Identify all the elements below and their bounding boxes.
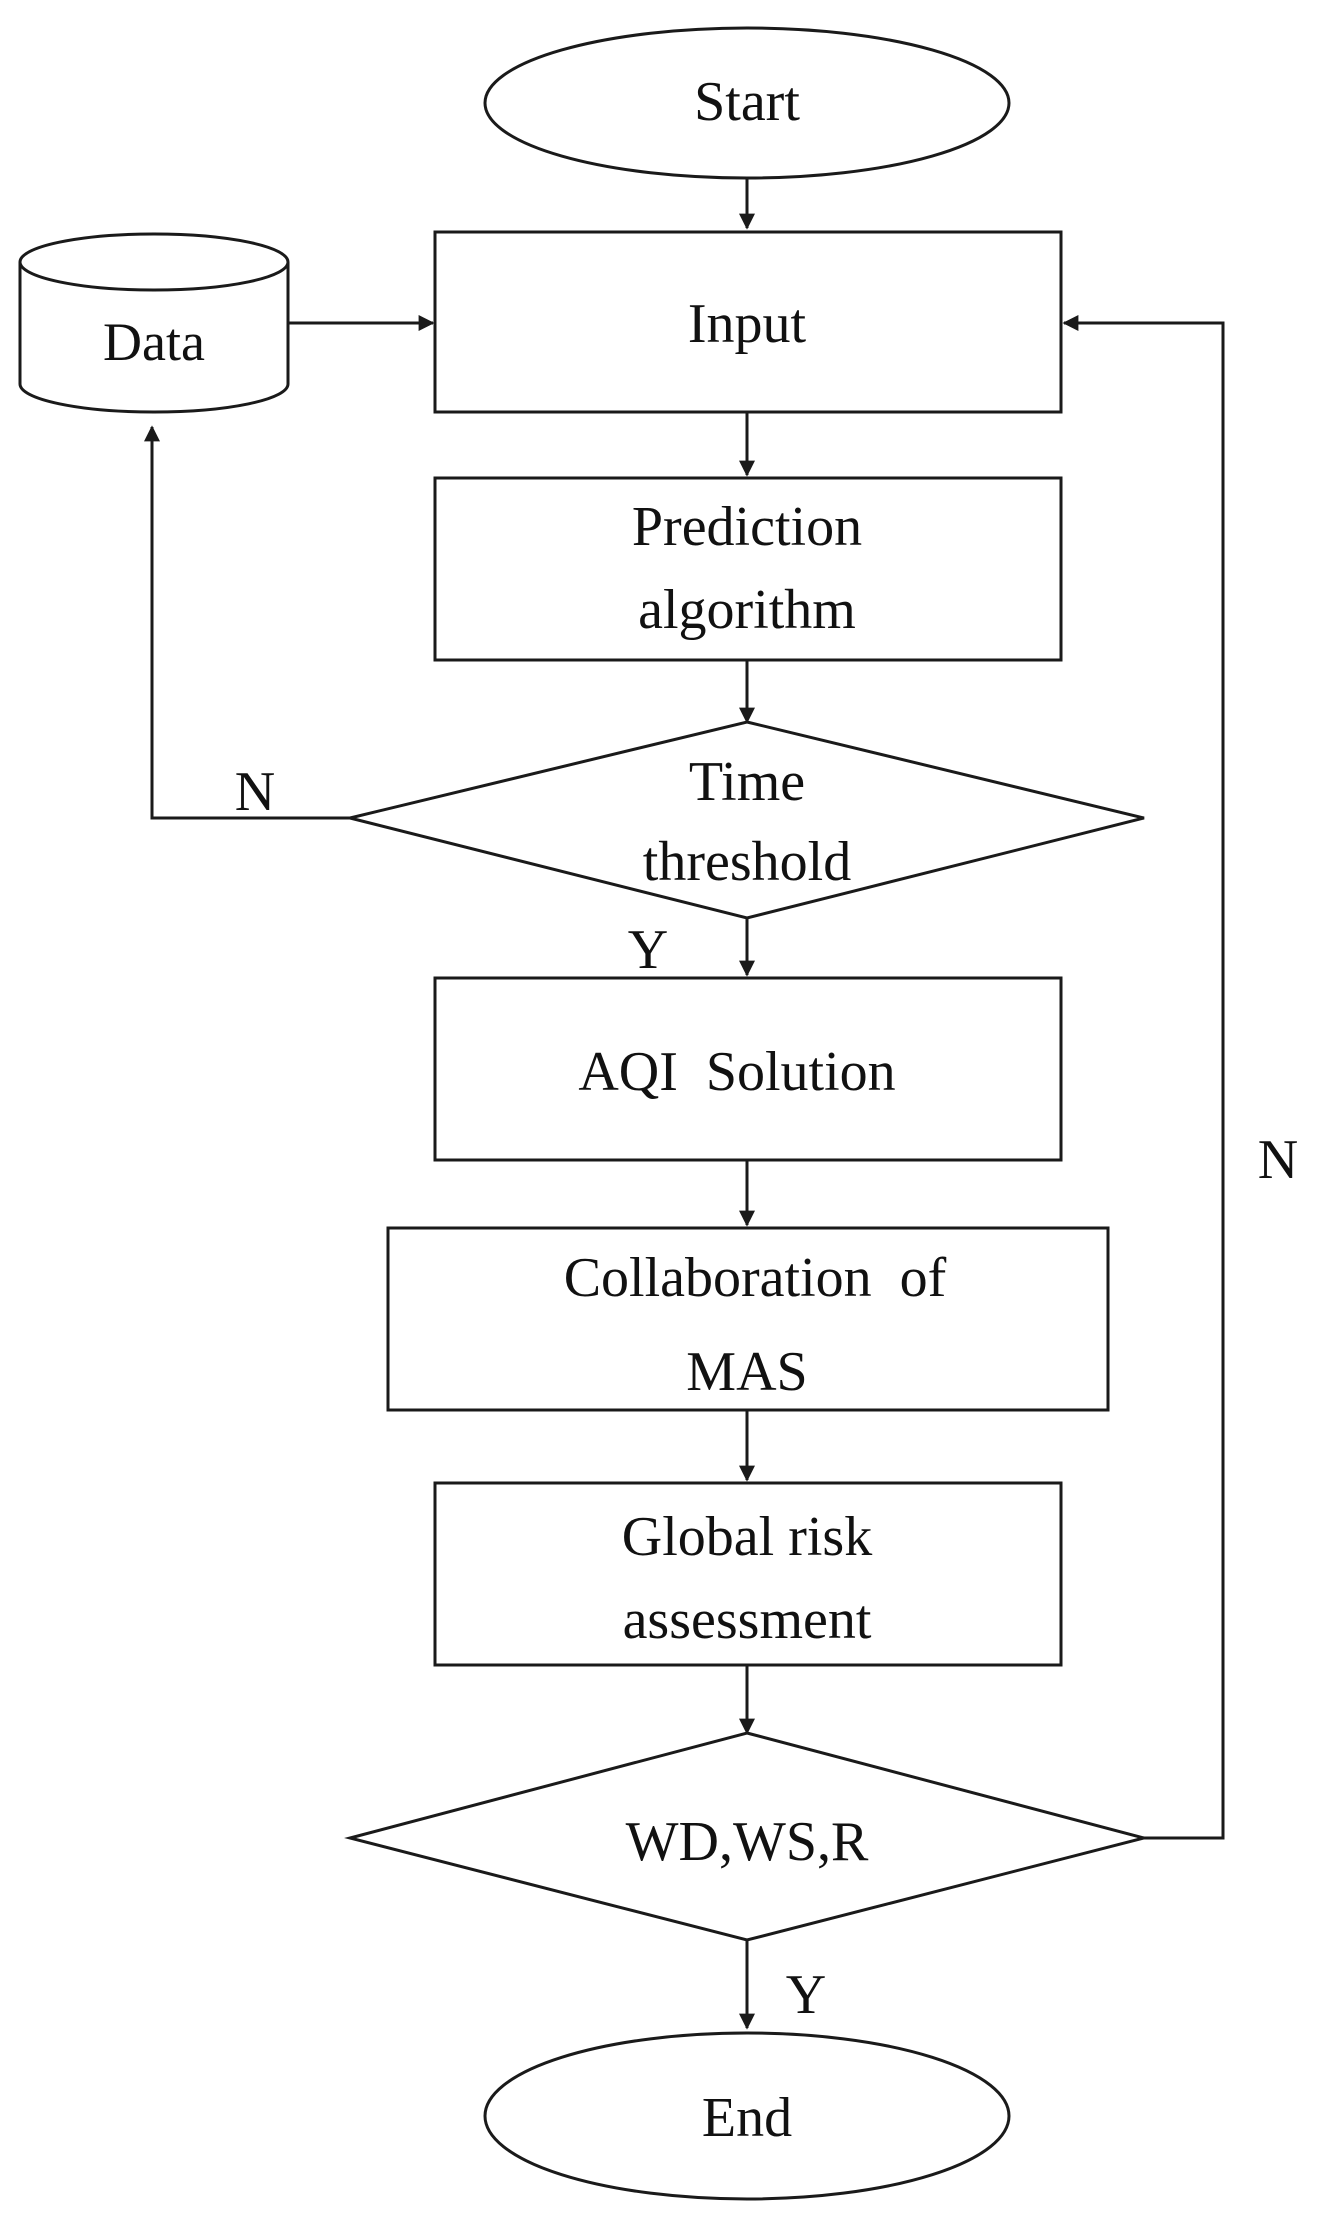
input-box: Input (433, 230, 1063, 414)
prediction-label-line1: Prediction (632, 496, 862, 558)
time-threshold-yes-label: Y (628, 919, 668, 981)
aqi-solution-box: AQI Solution (433, 976, 1063, 1162)
global-risk-assessment-box: Global risk assessment (433, 1481, 1063, 1667)
wd-ws-r-label: WD,WS,R (626, 1811, 869, 1873)
data-label: Data (103, 312, 205, 372)
time-threshold-decision: Time threshold (349, 720, 1145, 920)
wd-ws-r-no-label: N (1258, 1129, 1298, 1191)
data-store: Data (18, 232, 290, 414)
edge-wd-ws-r-no-to-input (1062, 315, 1225, 1840)
aqi-label: AQI Solution (578, 1041, 895, 1103)
end-label: End (702, 2087, 792, 2149)
start-label: Start (694, 71, 800, 133)
time-threshold-label-line1: Time (689, 751, 805, 813)
prediction-algorithm-box: Prediction algorithm (433, 476, 1063, 662)
wd-ws-r-yes-label: Y (786, 1964, 826, 2026)
collaboration-label-line2: MAS (686, 1341, 807, 1403)
global-risk-label-line2: assessment (623, 1589, 872, 1651)
start-terminal: Start (483, 26, 1011, 180)
time-threshold-label-line2: threshold (643, 831, 851, 893)
end-terminal: End (483, 2031, 1011, 2201)
global-risk-label-line1: Global risk (622, 1506, 872, 1568)
collaboration-label-line1: Collaboration of (564, 1247, 947, 1309)
edge-time-threshold-no-to-data (144, 425, 350, 820)
time-threshold-no-label: N (235, 761, 275, 823)
input-label: Input (688, 293, 807, 355)
wd-ws-r-decision: WD,WS,R (344, 1731, 1150, 1942)
prediction-label-line2: algorithm (638, 579, 856, 641)
collaboration-of-mas-box: Collaboration of MAS (386, 1226, 1110, 1412)
